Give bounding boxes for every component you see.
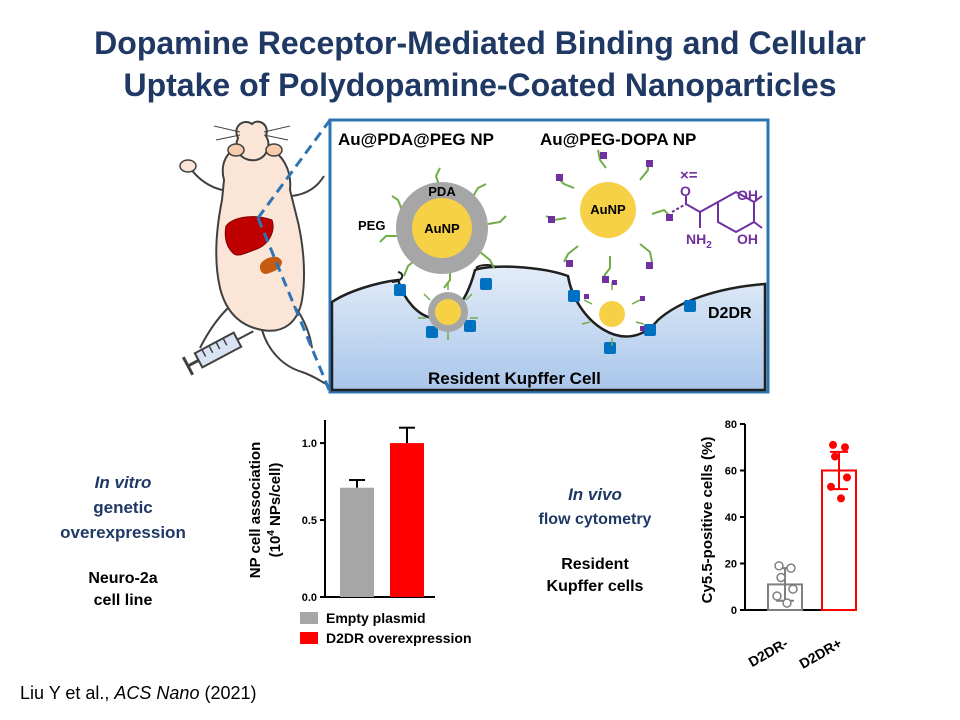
in-vivo-line1: In vivo: [568, 485, 622, 504]
chart2-data-point: [827, 482, 835, 491]
aunp-label-1: AuNP: [424, 221, 460, 236]
chart2-data-point: [782, 598, 792, 608]
chart2-tick-label: 0: [731, 605, 737, 617]
chart2-data-point: [776, 572, 786, 583]
chart-np-association: NP cell association (104 NPs/cell) 0.0 0.…: [247, 420, 472, 646]
chart1-legend-label: Empty plasmid: [326, 610, 426, 626]
receptor-icons: [394, 278, 696, 354]
chart2-data-point: [786, 563, 796, 573]
title-line-1: Dopamine Receptor-Mediated Binding and C…: [94, 25, 866, 61]
chart2-data-point: [774, 561, 784, 571]
pda-label: PDA: [428, 184, 456, 199]
chart2-ylabel-text: Cy5.5-positive cells (%): [699, 437, 716, 604]
mouse-illustration: [179, 120, 327, 385]
cell-pits: [391, 264, 497, 283]
np1-title: Au@PDA@PEG NP: [338, 130, 494, 149]
chart2-data-point: [831, 452, 839, 461]
chart2-category-label: D2DR+: [796, 635, 844, 672]
nh2-label: NH2: [686, 231, 712, 251]
np-peg-dopa: [545, 149, 673, 283]
chart1-legend-label: D2DR overexpression: [326, 630, 472, 646]
chart2-tick-label: 20: [725, 559, 737, 571]
kupffer-line1: Resident: [561, 556, 629, 573]
citation-year: (2021): [199, 683, 257, 703]
in-vitro-line3: overexpression: [60, 523, 186, 542]
nh2-main: NH: [686, 231, 706, 247]
np-small-pda: [418, 282, 478, 340]
chart1-tick-label: 0.0: [302, 592, 317, 604]
cell-line-line2: cell line: [93, 592, 153, 609]
np-small-dopa: [581, 280, 645, 346]
chart2-tick-label: 80: [725, 419, 737, 431]
chart2-bar: [821, 469, 857, 611]
in-vitro-line1: In vitro: [94, 473, 152, 492]
chart1-legend-swatch: [300, 612, 318, 624]
chart1-tick-label: 0.5: [302, 515, 317, 527]
chart1-ylabel-line2-pre: (10: [267, 536, 284, 558]
chart2-data-point: [829, 440, 837, 449]
peg-label: PEG: [358, 218, 385, 233]
chart1-ylabel-line2-post: NPs/cell): [267, 463, 284, 531]
cell-line-label: Neuro-2a cell line: [18, 568, 228, 612]
in-vivo-label: In vivo flow cytometry: [500, 482, 690, 532]
nh2-subscript: 2: [706, 240, 712, 251]
chart2-data-point: [841, 443, 849, 452]
dopa-structure: [671, 190, 763, 234]
chart-cy55-positive: Cy5.5-positive cells (%) 0 20 40 60 80D2DR-D…: [699, 419, 857, 672]
oh-label-2: OH: [737, 231, 758, 247]
o-label: O: [680, 183, 691, 199]
kupffer-label: Resident Kupffer cells: [500, 554, 690, 598]
chart1-bar: [340, 487, 374, 597]
chart1-legend-swatch: [300, 632, 318, 644]
citation-authors: Liu Y et al.,: [20, 683, 115, 703]
chart1-ylabel-line1: NP cell association: [247, 442, 264, 578]
chart1-ylabel-sup: 4: [266, 530, 277, 536]
in-vivo-line2: flow cytometry: [538, 511, 652, 528]
title-line-2: Uptake of Polydopamine-Coated Nanopartic…: [123, 67, 837, 103]
in-vitro-line2: genetic: [93, 498, 153, 517]
x-equals-label: ×=: [680, 167, 698, 184]
citation: Liu Y et al., ACS Nano (2021): [20, 683, 257, 704]
chart2-tick-label: 40: [725, 512, 737, 524]
page-title: Dopamine Receptor-Mediated Binding and C…: [0, 22, 960, 106]
citation-journal: ACS Nano: [114, 683, 200, 703]
dopa-marks: [548, 152, 673, 283]
np-pda-peg: [379, 167, 507, 289]
chart1-ylabel-line2: (104 NPs/cell): [266, 463, 284, 558]
chart1-tick-label: 1.0: [302, 438, 317, 450]
chart2-ylabel: Cy5.5-positive cells (%): [699, 437, 716, 604]
aunp-label-2: AuNP: [590, 202, 626, 217]
spleen-icon: [259, 256, 282, 274]
chart2-data-point: [843, 473, 851, 482]
chart2-tick-label: 60: [725, 466, 737, 478]
kupffer-line2: Kupffer cells: [546, 578, 644, 595]
chart2-data-point: [772, 591, 782, 601]
zoom-line-top: [256, 119, 332, 219]
syringe-icon: [181, 330, 254, 376]
np2-title: Au@PEG-DOPA NP: [540, 130, 696, 149]
cell-line-line1: Neuro-2a: [88, 570, 158, 587]
receptor-label: D2DR: [708, 305, 752, 322]
chart2-category-label: D2DR-: [745, 635, 790, 670]
chart1-ylabel: NP cell association (104 NPs/cell): [247, 442, 284, 578]
chart2-data-point: [788, 584, 798, 594]
cell-label: Resident Kupffer Cell: [428, 369, 601, 388]
in-vitro-label: In vitro genetic overexpression: [18, 470, 228, 545]
chart1-bar: [390, 443, 424, 597]
chart2-data-point: [837, 494, 845, 503]
oh-label-1: OH: [737, 187, 758, 203]
